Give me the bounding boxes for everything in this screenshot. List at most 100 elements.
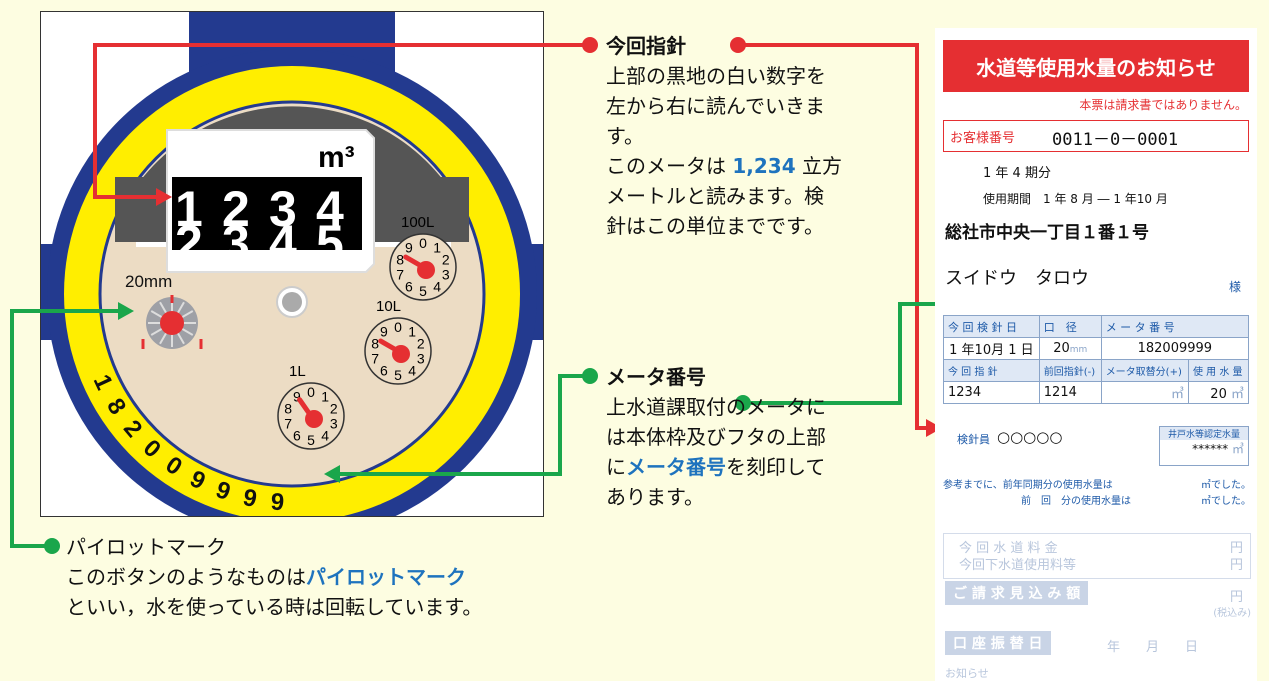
callout-meter-number: メータ番号 上水道課取付のメータに は本体枠及びフタの上部 にメータ番号を刻印し… (606, 362, 826, 512)
notice-label: お知らせ (945, 667, 989, 680)
fee-sewer-yen: 円 (1229, 558, 1243, 573)
water-usage-notice: 水道等使用水量のお知らせ 本票は請求書ではありません。 お客様番号 0011－0… (935, 28, 1257, 681)
customer-number-label: お客様番号 (950, 131, 1016, 146)
dial-number: 7 (284, 415, 292, 431)
dial-number: 8 (396, 252, 404, 268)
dial-number: 2 (417, 336, 425, 352)
dial-number: 5 (394, 367, 402, 383)
reading-arrowhead-meter (156, 188, 172, 206)
inspector-label: 検針員 (957, 433, 990, 446)
dial-number: 7 (396, 266, 404, 282)
well-water-box: 井戸水等認定水量 ****** ㎥ (1159, 426, 1249, 466)
dial-number: 9 (293, 389, 301, 405)
well-water-label: 井戸水等認定水量 (1160, 427, 1248, 440)
fee-water: 今 回 水 道 料 金 (959, 541, 1058, 556)
cell-previous-reading: 1214 (1038, 381, 1102, 404)
slip-reading-table: 今 回 検 針 日 口 径 メ ー タ 番 号 1 年10月 1 日 20mm … (943, 315, 1250, 404)
dial-number: 8 (371, 336, 379, 352)
dial-number: 3 (442, 266, 450, 282)
dial-number: 5 (307, 432, 315, 448)
meter-number-title: メータ番号 (606, 365, 706, 389)
cell-diameter-value: 20 (1053, 341, 1070, 356)
callout-pilot-mark: パイロットマーク このボタンのようなものはパイロットマーク といい，水を使ってい… (66, 532, 482, 622)
dial-number: 3 (417, 350, 425, 366)
dial-number: 6 (293, 427, 301, 443)
cell-diameter-unit: mm (1069, 345, 1088, 355)
cell-reading-date: 1 年10月 1 日 (943, 337, 1040, 360)
unit-label: m³ (318, 141, 355, 174)
well-water-unit: ㎥ (1231, 442, 1244, 456)
dial-number: 0 (307, 384, 315, 400)
dial-number: 1 (321, 389, 329, 405)
slip-title: 水道等使用水量のお知らせ (943, 40, 1249, 92)
slip-address: 総社市中央一丁目１番１号 (945, 223, 1149, 243)
transfer-date-units: 年 月 日 (1107, 640, 1199, 655)
slip-customer-name: スイドウ タロウ (945, 268, 1089, 289)
cell-usage-unit: ㎥ (1230, 387, 1244, 402)
fee-box (943, 533, 1251, 579)
meter-number-line-to-meter (340, 374, 590, 476)
counter-next-digit: 5 (316, 215, 344, 271)
fee-water-yen: 円 (1229, 541, 1243, 556)
meter-number-arrowhead-meter (324, 465, 340, 483)
dial-number: 6 (380, 362, 388, 378)
counter-next-digit: 3 (222, 215, 250, 271)
cell-current-reading: 1234 (943, 381, 1040, 404)
dial-number: 1 (433, 240, 441, 256)
dial-label: 1L (289, 363, 306, 380)
pilot-bullet (44, 538, 60, 554)
reading-line-to-slip (738, 43, 928, 430)
billing-estimate-label: ご 請 求 見 込 み 額 (945, 581, 1089, 605)
pilot-line (10, 309, 120, 548)
meter-number-line-4: あります。 (606, 485, 704, 509)
transfer-date-label: 口 座 振 替 日 (945, 631, 1051, 655)
current-reading-line-6: 針はこの単位までです。 (606, 214, 824, 238)
serial-digit: 9 (241, 484, 260, 513)
slip-not-invoice-note: 本票は請求書ではありません。 (1079, 98, 1247, 112)
dial-needle-hub (305, 410, 323, 428)
dial-number: 4 (408, 362, 416, 378)
cell-replacement-unit: ㎥ (1170, 387, 1184, 402)
dial-needle-hub (417, 261, 435, 279)
cell-replacement: ㎥ (1100, 381, 1189, 404)
pilot-mark-highlight: パイロットマーク (306, 565, 466, 589)
callout-current-reading: 今回指針 上部の黒地の白い数字を 左から右に読んでいきま す。 このメータは 1… (606, 31, 842, 241)
col-usage: 使 用 水 量 (1187, 359, 1250, 382)
dial-number: 2 (330, 401, 338, 417)
meter-number-highlight: メータ番号 (626, 455, 726, 479)
counter-digit: 2 (222, 181, 250, 237)
meter-center-button-inner (282, 292, 302, 312)
dial-number: 1 (408, 324, 416, 340)
current-reading-line-1: 上部の黒地の白い数字を (606, 64, 826, 88)
dial-number: 9 (380, 324, 388, 340)
counter-next-digit: 2 (175, 215, 203, 271)
pilot-mark-line-2: といい，水を使っている時は回転しています。 (66, 595, 483, 619)
slip-period: 1 年 4 期分 (983, 166, 1051, 181)
current-reading-line-4-pre: このメータは (606, 154, 733, 178)
col-replacement: メータ取替分(+) (1100, 359, 1189, 382)
meter-number-line-2: は本体枠及びフタの上部 (606, 425, 826, 449)
pilot-mark-center (160, 311, 184, 335)
counter-sub-area (172, 230, 362, 250)
dial-number: 4 (433, 278, 441, 294)
meter-number-line-1: 上水道課取付のメータに (606, 395, 826, 419)
meter-number-line-3: にメータ番号を刻印して (606, 452, 826, 482)
serial-digit: 9 (270, 488, 285, 516)
slip-usage-period: 使用期間 1 年 8 月 ― 1 年10 月 (983, 192, 1168, 206)
col-diameter: 口 径 (1038, 315, 1102, 338)
pilot-mark-ticks (141, 295, 203, 349)
dial-number: 6 (405, 278, 413, 294)
dial-number: 3 (330, 415, 338, 431)
counter-digit: 4 (316, 181, 344, 237)
ref-line-2: 前 回 分の使用水量は (1021, 496, 1131, 507)
pilot-mark-line-1: このボタンのようなものはパイロットマーク (66, 562, 482, 592)
reading-bullet (582, 37, 598, 53)
customer-number: 0011－0－0001 (1052, 130, 1179, 150)
current-reading-value: 1,234 (732, 154, 796, 178)
pilot-mark-line-1-pre: このボタンのようなものは (66, 565, 306, 589)
